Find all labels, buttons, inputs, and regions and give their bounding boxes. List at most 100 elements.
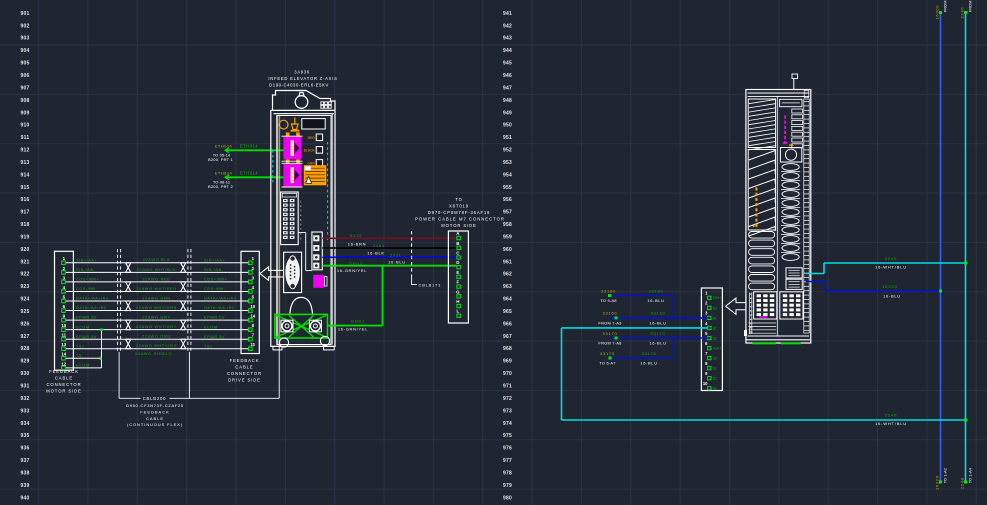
- svg-text:TO 1-A4: TO 1-A4: [968, 467, 973, 483]
- svg-text:5: 5: [300, 218, 302, 222]
- svg-text:976: 976: [503, 446, 512, 452]
- svg-text:B200, PRT 2: B200, PRT 2: [208, 184, 234, 189]
- svg-text:933: 933: [20, 408, 29, 414]
- svg-text:ECOM: ECOM: [76, 324, 90, 329]
- svg-text:930: 930: [20, 371, 29, 377]
- svg-text:GND2: GND2: [349, 261, 363, 266]
- svg-text:944: 944: [503, 48, 512, 54]
- svg-text:902: 902: [20, 23, 29, 29]
- svg-text:962: 962: [503, 272, 512, 278]
- svg-text:915: 915: [20, 185, 29, 191]
- svg-text:TO 9-A8: TO 9-A8: [600, 298, 617, 303]
- svg-text:10: 10: [703, 381, 708, 386]
- svg-text:914: 914: [20, 172, 29, 178]
- svg-text:912: 912: [20, 148, 29, 154]
- svg-text:11: 11: [250, 342, 255, 347]
- svg-text:960: 960: [503, 247, 512, 253]
- svg-text:931: 931: [20, 384, 29, 390]
- svg-text:2240: 2240: [959, 7, 964, 19]
- svg-text:16320: 16320: [934, 475, 939, 490]
- svg-text:TO 08-11: TO 08-11: [213, 180, 231, 185]
- svg-text:975: 975: [503, 433, 512, 439]
- svg-text:16-BLU: 16-BLU: [640, 361, 657, 366]
- svg-text:S2-: S2-: [713, 357, 718, 361]
- svg-text:22AWG WHT/BLK: 22AWG WHT/BLK: [137, 267, 177, 272]
- svg-text:939: 939: [20, 483, 29, 489]
- svg-text:967: 967: [503, 334, 512, 340]
- svg-text:964: 964: [503, 297, 512, 303]
- svg-text:B200, PRT 1: B200, PRT 1: [208, 157, 234, 162]
- svg-text:22AWG GRN: 22AWG GRN: [142, 295, 171, 300]
- svg-text:TO 6-A7: TO 6-A7: [599, 361, 616, 366]
- svg-text:958: 958: [503, 222, 512, 228]
- svg-text:3C: 3C: [713, 326, 718, 330]
- svg-text:TO 1-A2: TO 1-A2: [943, 467, 948, 483]
- svg-text:950: 950: [503, 123, 512, 129]
- svg-text:16-WHT/BLU: 16-WHT/BLU: [875, 264, 907, 269]
- svg-text:222L: 222L: [390, 252, 402, 257]
- svg-text:33160: 33160: [650, 311, 665, 316]
- svg-text:971: 971: [503, 384, 512, 390]
- svg-text:CABLE: CABLE: [235, 365, 253, 370]
- svg-text:FROM 7-A3: FROM 7-A3: [598, 321, 622, 326]
- svg-text:978: 978: [503, 470, 512, 476]
- svg-text:934: 934: [20, 421, 29, 427]
- svg-text:1: 1: [63, 256, 66, 261]
- svg-text:979: 979: [503, 483, 512, 489]
- svg-text:10: 10: [61, 323, 66, 328]
- svg-text:966: 966: [503, 321, 512, 327]
- svg-text:CBLB171: CBLB171: [419, 282, 442, 287]
- svg-text:FEEDBACK: FEEDBACK: [230, 358, 260, 363]
- svg-text:907: 907: [20, 85, 29, 91]
- svg-text:16-BLU: 16-BLU: [647, 298, 664, 303]
- svg-text:4: 4: [705, 321, 708, 326]
- svg-text:S2-: S2-: [713, 306, 718, 310]
- svg-text:A: A: [456, 231, 460, 236]
- svg-text:13: 13: [61, 342, 66, 347]
- svg-text:S172: S172: [350, 233, 363, 238]
- svg-text:943: 943: [503, 36, 512, 42]
- svg-text:ETH014: ETH014: [215, 144, 233, 149]
- svg-text:929: 929: [20, 359, 29, 365]
- svg-text:922: 922: [20, 272, 29, 278]
- svg-text:910: 910: [20, 123, 29, 129]
- svg-text:CONNECTOR: CONNECTOR: [46, 382, 81, 387]
- svg-text:11: 11: [61, 333, 66, 338]
- svg-text:2240: 2240: [885, 412, 898, 417]
- svg-text:906: 906: [20, 73, 29, 79]
- svg-text:16-BRN: 16-BRN: [348, 241, 366, 246]
- svg-text:D950-CF3N73F-CZAF25: D950-CF3N73F-CZAF25: [126, 403, 184, 408]
- svg-text:965: 965: [503, 309, 512, 315]
- svg-text:ETH014: ETH014: [240, 144, 258, 149]
- svg-text:INFEED ELEVATOR Z-AXIS: INFEED ELEVATOR Z-AXIS: [268, 76, 337, 81]
- svg-text:5: 5: [252, 294, 255, 299]
- svg-text:S2: S2: [713, 336, 717, 340]
- svg-text:3: 3: [300, 209, 302, 213]
- svg-text:2181: 2181: [373, 243, 385, 248]
- svg-text:938: 938: [20, 470, 29, 476]
- svg-text:963: 963: [503, 284, 512, 290]
- svg-text:1: 1: [705, 291, 708, 296]
- svg-text:GRN: GRN: [307, 161, 315, 165]
- svg-text:9: 9: [705, 371, 708, 376]
- svg-text:COS+/BB+: COS+/BB+: [76, 277, 99, 282]
- svg-text:33170: 33170: [602, 331, 617, 336]
- svg-text:957: 957: [503, 210, 512, 216]
- svg-text:RED: RED: [308, 136, 316, 140]
- svg-text:COS-/BB-: COS-/BB-: [76, 286, 97, 291]
- svg-text:980: 980: [503, 495, 512, 501]
- svg-text:3A936: 3A936: [294, 70, 310, 75]
- svg-text:33170: 33170: [641, 351, 656, 356]
- svg-text:956: 956: [503, 197, 512, 203]
- svg-text:9: 9: [63, 314, 66, 319]
- svg-text:911: 911: [21, 135, 30, 141]
- svg-text:B: B: [456, 241, 459, 246]
- svg-text:33180: 33180: [648, 288, 663, 293]
- svg-text:16-BLU: 16-BLU: [649, 341, 666, 346]
- svg-text:X8T019: X8T019: [449, 204, 469, 209]
- svg-text:B1: B1: [713, 316, 717, 320]
- svg-text:959: 959: [503, 234, 512, 240]
- svg-text:977: 977: [503, 458, 512, 464]
- svg-text:C: C: [456, 251, 460, 256]
- svg-text:2240: 2240: [959, 477, 964, 489]
